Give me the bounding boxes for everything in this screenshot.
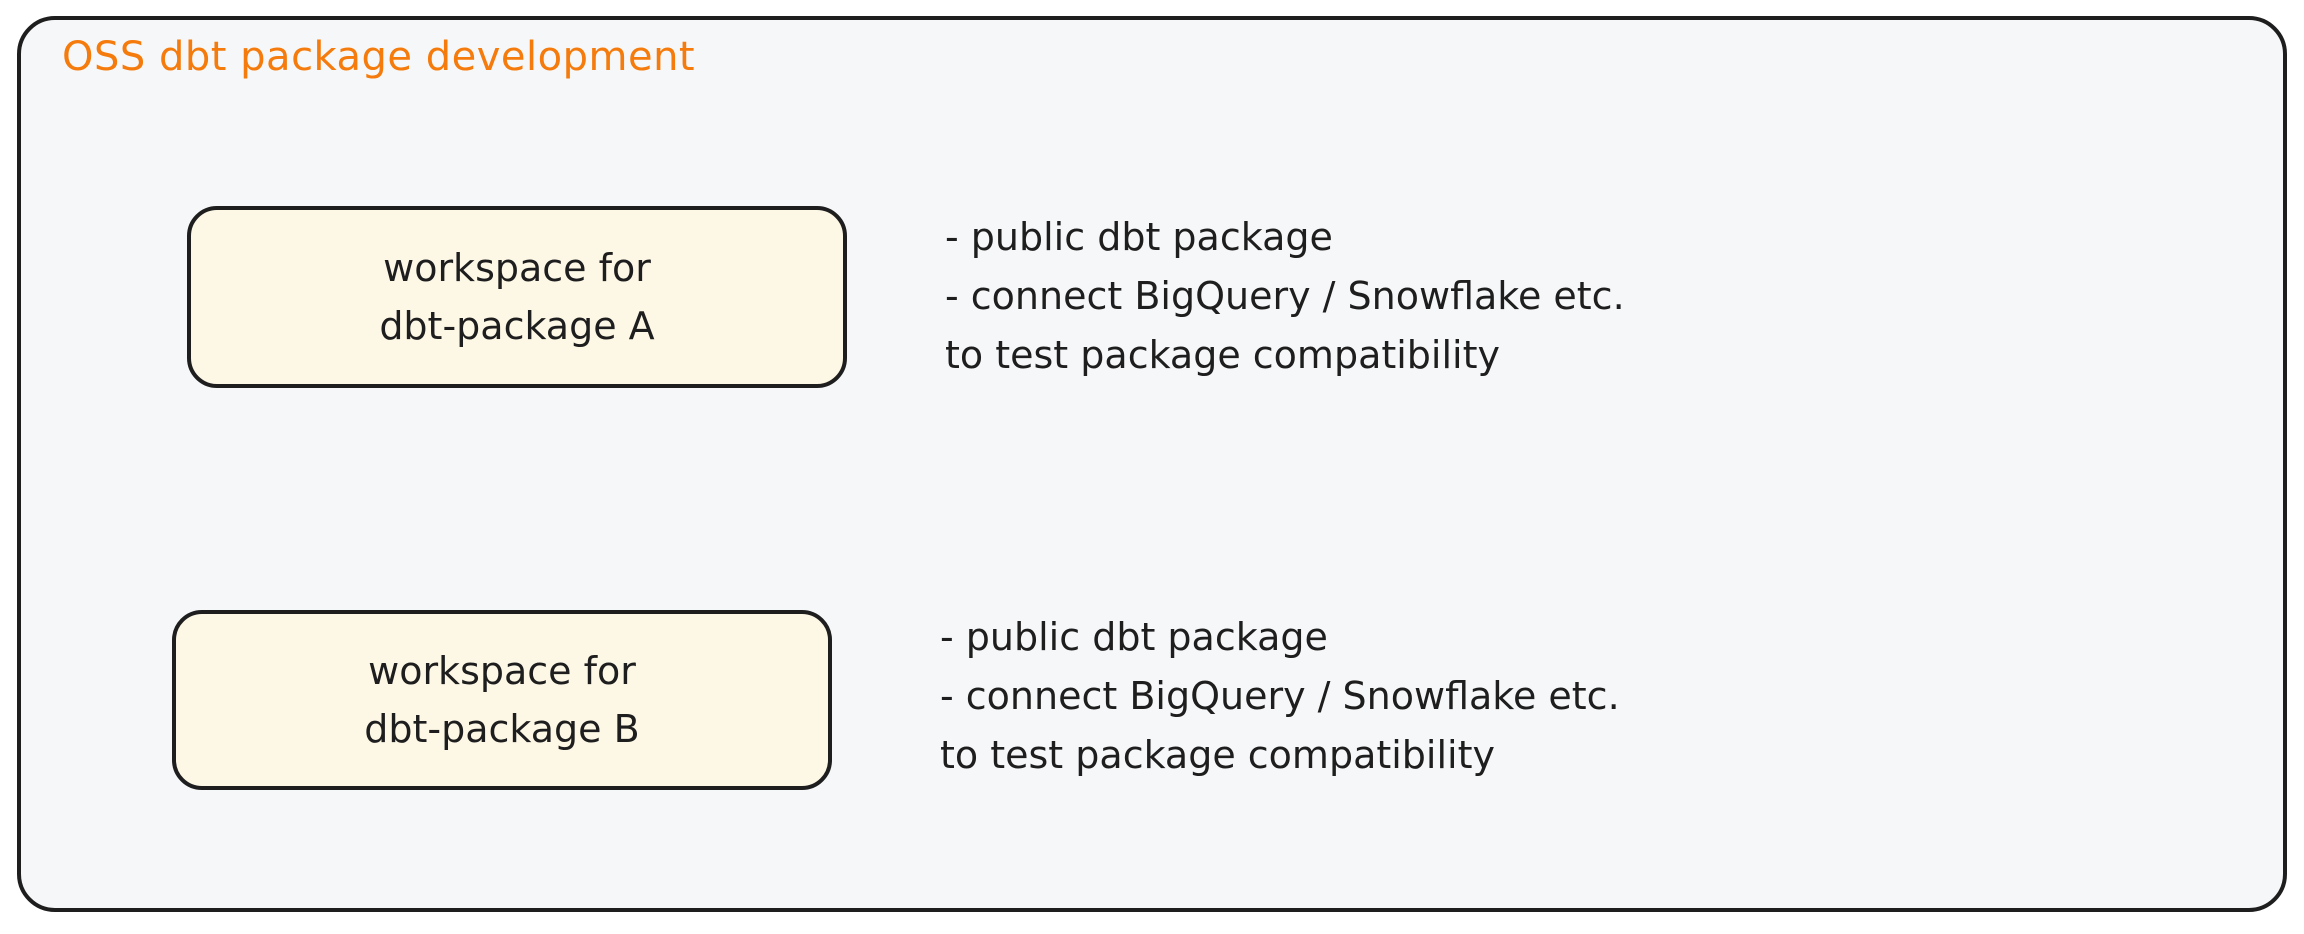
note-line: to test package compatibility <box>945 333 1500 377</box>
workspace-box-label: dbt-package B <box>364 707 640 751</box>
group-title: OSS dbt package development <box>62 34 696 80</box>
workspace-a-notes: - public dbt package - connect BigQuery … <box>945 208 1625 385</box>
note-line: to test package compatibility <box>940 733 1495 777</box>
workspace-b-notes: - public dbt package - connect BigQuery … <box>940 608 1620 785</box>
note-line: - public dbt package <box>940 615 1328 659</box>
workspace-box-a[interactable]: workspace for dbt-package A <box>187 206 847 388</box>
workspace-box-b[interactable]: workspace for dbt-package B <box>172 610 832 790</box>
workspace-box-label: workspace for <box>368 649 636 693</box>
note-line: - public dbt package <box>945 215 1333 259</box>
workspace-box-label: dbt-package A <box>379 304 655 348</box>
note-line: - connect BigQuery / Snowflake etc. <box>940 674 1620 718</box>
workspace-box-label: workspace for <box>383 246 651 290</box>
note-line: - connect BigQuery / Snowflake etc. <box>945 274 1625 318</box>
